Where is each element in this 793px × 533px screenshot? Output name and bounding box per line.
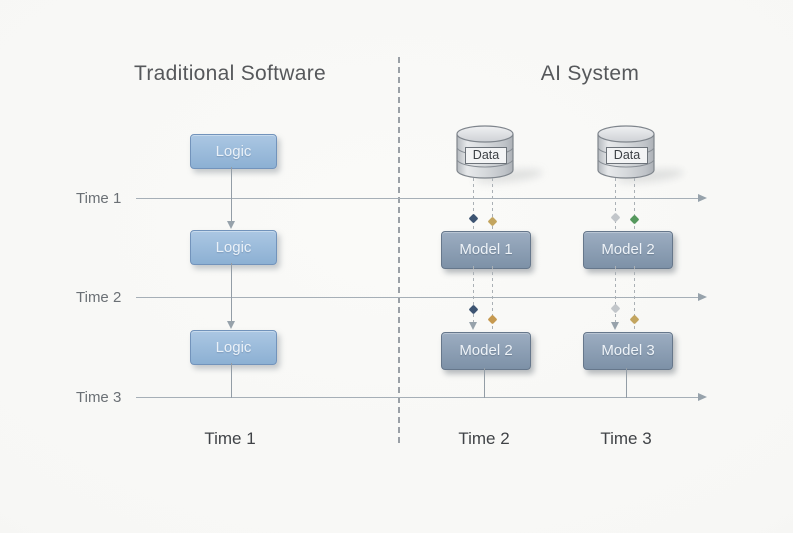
logic-flow-line bbox=[231, 167, 232, 221]
flow-dot-green-icon bbox=[629, 214, 640, 225]
flow-dot-gold-icon bbox=[487, 216, 498, 227]
timeline-label-1: Time 1 bbox=[76, 190, 122, 207]
arrow-down-icon bbox=[611, 322, 619, 330]
flow-dot-gray-icon bbox=[610, 212, 621, 223]
model-stub-line bbox=[626, 368, 627, 398]
flow-dot-gray-icon bbox=[610, 303, 621, 314]
timeline-line-2 bbox=[136, 297, 699, 298]
timeline-label-2: Time 2 bbox=[76, 289, 122, 306]
model-box-a-time2: Model 1 bbox=[441, 231, 531, 269]
data-flow-dashed-line bbox=[634, 266, 635, 331]
data-flow-dashed-line bbox=[473, 266, 474, 322]
arrow-down-icon bbox=[227, 221, 235, 229]
column-label-traditional: Time 1 bbox=[204, 429, 256, 448]
data-flow-dashed-line bbox=[634, 178, 635, 230]
flow-dot-navy-icon bbox=[468, 213, 479, 224]
logic-box-time1: Logic bbox=[190, 134, 277, 169]
timeline-line-3 bbox=[136, 397, 699, 398]
model-box-b-time2: Model 2 bbox=[583, 231, 673, 269]
model-box-a-time3: Model 2 bbox=[441, 332, 531, 370]
arrow-down-icon bbox=[469, 322, 477, 330]
model-box-b-time3: Model 3 bbox=[583, 332, 673, 370]
model-stub-line bbox=[484, 368, 485, 398]
flow-dot-orange-icon bbox=[487, 314, 498, 325]
arrow-right-icon bbox=[698, 194, 707, 202]
data-flow-dashed-line bbox=[492, 178, 493, 230]
timeline-label-3: Time 3 bbox=[76, 389, 122, 406]
column-label-ai-2: Time 3 bbox=[600, 429, 652, 448]
data-label: Data bbox=[606, 147, 648, 164]
flow-dot-gold-icon bbox=[629, 314, 640, 325]
section-divider-dashed-line bbox=[398, 57, 400, 445]
flow-dot-navy-icon bbox=[468, 304, 479, 315]
section-title-traditional: Traditional Software bbox=[134, 62, 326, 85]
logic-flow-line bbox=[231, 363, 232, 398]
arrow-right-icon bbox=[698, 293, 707, 301]
data-flow-dashed-line bbox=[615, 266, 616, 322]
data-label: Data bbox=[465, 147, 507, 164]
data-flow-dashed-line bbox=[473, 178, 474, 230]
section-title-ai: AI System bbox=[540, 62, 640, 85]
logic-box-time3: Logic bbox=[190, 330, 277, 365]
data-flow-dashed-line bbox=[492, 266, 493, 331]
arrow-down-icon bbox=[227, 321, 235, 329]
data-flow-dashed-line bbox=[615, 178, 616, 230]
column-label-ai-1: Time 2 bbox=[458, 429, 510, 448]
logic-flow-line bbox=[231, 263, 232, 321]
arrow-right-icon bbox=[698, 393, 707, 401]
timeline-line-1 bbox=[136, 198, 699, 199]
logic-box-time2: Logic bbox=[190, 230, 277, 265]
